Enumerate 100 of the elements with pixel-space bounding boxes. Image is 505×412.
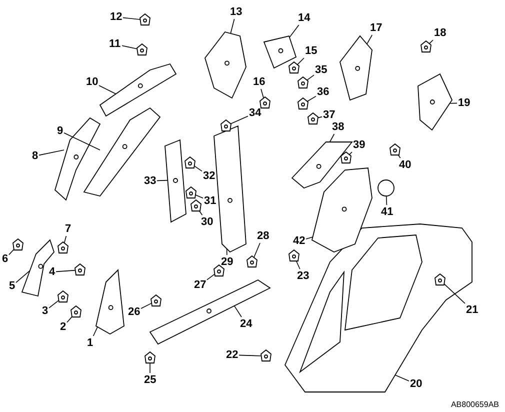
bracket-drawing xyxy=(12,238,24,250)
callout-number: 28 xyxy=(257,230,270,242)
callout-number: 22 xyxy=(226,349,238,361)
leader-line xyxy=(428,40,434,44)
leader-line xyxy=(16,270,30,283)
leader-line xyxy=(260,88,264,98)
bracket-drawing xyxy=(140,13,150,26)
bracket-drawing xyxy=(298,97,308,110)
bracket-drawing xyxy=(144,351,156,364)
callout-number: 6 xyxy=(2,253,8,265)
panel-drawing xyxy=(418,73,453,131)
leader-line xyxy=(394,374,410,382)
callout-number: 20 xyxy=(410,378,422,390)
bracket-drawing xyxy=(74,263,86,276)
leader-line xyxy=(254,242,260,258)
callout-number: 36 xyxy=(317,86,330,98)
leader-line xyxy=(306,96,316,102)
callout-number: 12 xyxy=(110,11,122,23)
leader-line xyxy=(38,150,64,156)
leader-line xyxy=(194,166,202,172)
leader-line xyxy=(195,194,204,198)
callout-number: 10 xyxy=(86,76,98,88)
bracket-drawing xyxy=(190,199,202,212)
leader-line xyxy=(238,354,262,356)
callout-number: 2 xyxy=(60,321,66,333)
leader-line xyxy=(64,236,67,244)
drawing-code: AB800659AB xyxy=(450,400,499,409)
panel-drawing xyxy=(263,35,297,69)
callout-number: 19 xyxy=(458,97,470,109)
panel-drawing xyxy=(311,168,372,252)
bracket-drawing xyxy=(288,61,300,74)
bracket-drawing xyxy=(220,119,232,132)
leader-line xyxy=(296,260,300,270)
panel-drawing xyxy=(21,239,54,297)
panel-drawing xyxy=(204,31,246,99)
callout-number: 37 xyxy=(323,109,336,121)
callout-number: 34 xyxy=(249,107,262,119)
callout-number: 7 xyxy=(65,223,72,235)
panel-drawing xyxy=(54,117,101,201)
callout-number: 33 xyxy=(144,175,156,187)
callout-number: 4 xyxy=(49,266,56,278)
bracket-drawing xyxy=(260,96,270,108)
panel-drawing xyxy=(340,35,372,101)
leader-line xyxy=(56,270,76,272)
leader-line xyxy=(386,196,388,206)
callout-number: 17 xyxy=(370,22,382,34)
callout-number: 32 xyxy=(203,170,216,182)
callout-number: 15 xyxy=(305,45,318,57)
callout-number: 24 xyxy=(240,318,252,330)
bracket-drawing xyxy=(58,290,68,302)
leader-line xyxy=(48,300,60,308)
bracket-drawing xyxy=(390,143,400,156)
leader-line xyxy=(449,102,458,104)
callout-number: 18 xyxy=(434,27,446,39)
bracket-drawing xyxy=(246,255,258,268)
callout-number: 26 xyxy=(128,306,140,318)
leader-line xyxy=(329,134,335,142)
leader-line xyxy=(64,132,100,150)
callout-number: 40 xyxy=(399,159,412,171)
bracket-drawing xyxy=(420,40,432,52)
lid-icon xyxy=(378,180,394,196)
leader-line xyxy=(306,74,314,81)
panel-drawing xyxy=(291,142,353,189)
leader-line xyxy=(444,284,466,304)
leader-line xyxy=(348,152,352,156)
bracket-drawing xyxy=(150,294,162,306)
callout-number: 31 xyxy=(204,195,216,207)
bracket-drawing xyxy=(70,305,82,318)
callout-number: 8 xyxy=(32,150,38,162)
callout-number: 5 xyxy=(9,280,16,292)
bracket-drawing xyxy=(288,249,300,262)
leader-line xyxy=(234,305,242,318)
panel-drawing xyxy=(99,63,177,117)
bracket-drawing xyxy=(340,151,352,164)
callout-number: 25 xyxy=(144,374,156,386)
panel-drawing xyxy=(83,107,161,196)
leader-line xyxy=(122,45,138,50)
leader-line xyxy=(92,326,98,336)
leader-line xyxy=(98,85,116,94)
callout-number: 27 xyxy=(194,279,206,291)
leader-line xyxy=(140,302,152,309)
panel-drawing xyxy=(149,279,271,345)
callout-number: 39 xyxy=(353,139,366,151)
leader-line xyxy=(156,180,168,182)
callout-number: 11 xyxy=(109,38,121,50)
leader-line xyxy=(206,274,216,280)
leader-line xyxy=(296,58,304,66)
callout-number: 13 xyxy=(230,6,242,18)
leader-line xyxy=(366,34,372,44)
bracket-drawing xyxy=(308,112,318,124)
leader-line xyxy=(226,248,228,256)
leader-line xyxy=(306,236,314,240)
leader-line xyxy=(8,249,14,256)
callout-number: 41 xyxy=(381,206,394,218)
bracket-drawing xyxy=(136,43,148,56)
panel-drawing xyxy=(95,269,124,335)
bracket-drawing xyxy=(214,264,224,276)
bracket-drawing xyxy=(298,76,308,88)
callout-number: 16 xyxy=(253,76,266,88)
callout-number: 38 xyxy=(332,121,344,133)
